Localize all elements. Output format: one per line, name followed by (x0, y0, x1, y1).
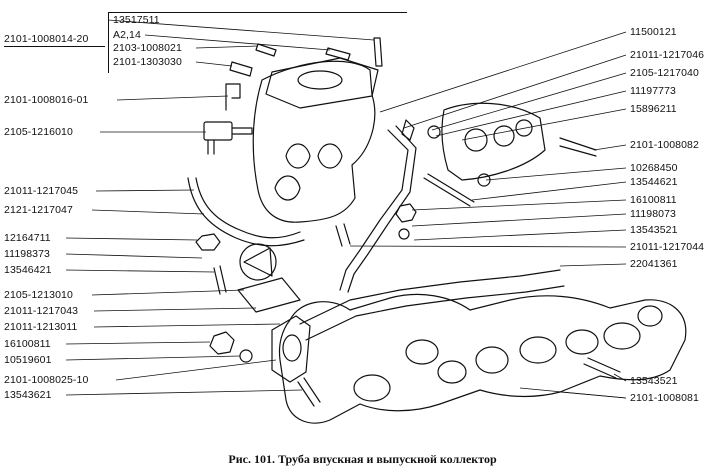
stud-d (587, 357, 621, 373)
label-left-16: 10519601 (4, 354, 52, 366)
exhaust-pipe-upper (299, 269, 561, 325)
nut-1 (195, 233, 221, 251)
label-left-9: 12164711 (4, 232, 51, 244)
elbow-fitting (225, 83, 241, 111)
label-right-9: 11198073 (630, 208, 676, 220)
label-left-4: 2101-1303030 (113, 56, 182, 68)
label-left-7: 21011-1217045 (4, 185, 79, 197)
clip (401, 119, 415, 141)
exhaust-manifold (278, 293, 687, 424)
label-left-3: 2103-1008021 (113, 42, 182, 54)
label-right-8: 16100811 (630, 194, 677, 206)
nut-3 (395, 203, 417, 223)
label-left-18: 13543621 (4, 389, 52, 401)
label-left-14: 21011-1213011 (4, 321, 78, 333)
washer-2 (398, 228, 410, 240)
label-right-6: 10268450 (630, 162, 678, 174)
label-right-2: 2105-1217040 (630, 67, 699, 79)
part-number-underline (4, 46, 105, 47)
label-left-15: 16100811 (4, 338, 51, 350)
label-right-3: 11197773 (630, 85, 676, 97)
label-right-10: 13543521 (630, 224, 678, 236)
label-left-1: 13517511 (113, 14, 160, 26)
label-right-5: 2101-1008082 (630, 139, 699, 151)
figure-caption: Рис. 101. Труба впускная и выпускной кол… (228, 452, 497, 466)
stud-f (213, 265, 227, 295)
stud-e (297, 377, 321, 407)
bolt-1 (255, 43, 277, 57)
intake-manifold (252, 60, 376, 223)
label-right-0: 11500121 (630, 26, 677, 38)
label-right-12: 22041361 (630, 258, 678, 270)
stud-c (559, 137, 597, 151)
heater-pipe (339, 129, 409, 291)
label-group-bracket (108, 12, 407, 73)
label-right-7: 13544621 (630, 176, 678, 188)
stud-b (423, 177, 471, 207)
washer-1 (239, 349, 253, 363)
valve-flange (237, 277, 301, 313)
label-left-10: 11198373 (4, 248, 50, 260)
label-left-17: 2101-1008025-10 (4, 374, 89, 386)
label-left-5: 2101-1008016-01 (4, 94, 89, 106)
vacuum-valve (239, 243, 277, 281)
heater-hose (195, 177, 301, 239)
label-right-4: 15896211 (630, 103, 677, 115)
stud-a (373, 37, 383, 67)
bolt-2 (325, 47, 351, 61)
fitting-upper (335, 223, 351, 247)
label-left-11: 13546421 (4, 264, 52, 276)
temp-sensor (203, 121, 233, 141)
label-right-1: 21011-1217046 (630, 49, 705, 61)
label-left-0: 2101-1008014-20 (4, 33, 89, 45)
nut-4 (427, 125, 441, 139)
label-right-14: 2101-1008081 (630, 392, 699, 404)
label-left-13: 21011-1217043 (4, 305, 79, 317)
label-left-6: 2105-1216010 (4, 126, 73, 138)
label-right-11: 21011-1217044 (630, 241, 705, 253)
label-left-12: 2105-1213010 (4, 289, 73, 301)
label-left-2: A2,14 (113, 29, 141, 41)
manifold-side-flange (441, 102, 546, 181)
label-left-8: 2121-1217047 (4, 204, 73, 216)
nut-2 (209, 331, 235, 355)
label-right-13: 13543521 (630, 375, 678, 387)
fitting-2101 (229, 61, 253, 77)
manifold-gasket (271, 315, 311, 383)
